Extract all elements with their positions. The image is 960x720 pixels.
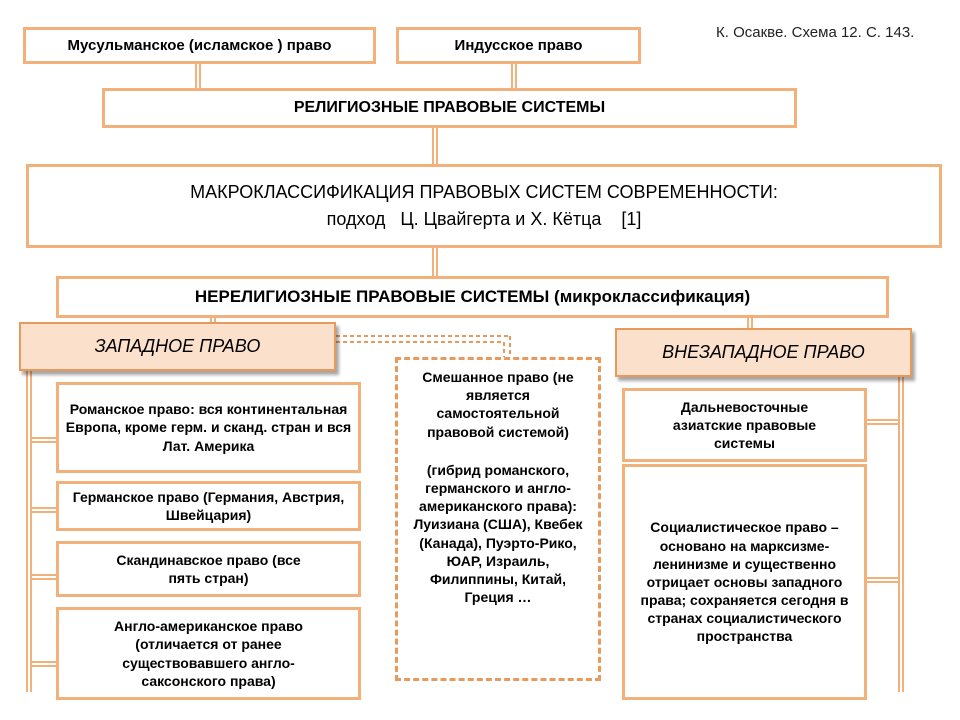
hindu-law-box: Индусское право (396, 27, 641, 64)
macro-classification-box: МАКРОКЛАССИФИКАЦИЯ ПРАВОВЫХ СИСТЕМ СОВРЕ… (26, 164, 942, 248)
scandinavian-law-box: Скандинавское право (все пять стран) (56, 541, 361, 597)
hindu-law-label: Индусское право (454, 36, 583, 54)
nonwestern-law-header: ВНЕЗАПАДНОЕ ПРАВО (615, 328, 912, 377)
macro-classification-title: МАКРОКЛАССИФИКАЦИЯ ПРАВОВЫХ СИСТЕМ СОВРЕ… (190, 181, 778, 202)
mixed-law-box: Смешанное право (не является самостоятел… (395, 357, 601, 681)
romance-law-text: Романское право: вся континентальная Евр… (65, 401, 352, 454)
romance-law-box: Романское право: вся континентальная Евр… (56, 382, 361, 473)
macro-classification-approach: подход Ц. Цвайгерта и Х. Кётца [1] (326, 209, 642, 229)
source-note: К. Осакве. Схема 12. С. 143. (716, 24, 915, 41)
mixed-law-examples: (гибрид романского, германского и англо-… (413, 461, 583, 606)
socialist-law-text: Социалистическое право – основано на мар… (640, 519, 849, 645)
nonreligious-systems-label: НЕРЕЛИГИОЗНЫЕ ПРАВОВЫЕ СИСТЕМЫ (микрокла… (194, 286, 751, 306)
religious-systems-box: РЕЛИГИОЗНЫЕ ПРАВОВЫЕ СИСТЕМЫ (102, 88, 797, 128)
socialist-law-box: Социалистическое право – основано на мар… (622, 464, 867, 700)
germanic-law-box: Германское право (Германия, Австрия, Шве… (56, 481, 361, 531)
nonreligious-systems-box: НЕРЕЛИГИОЗНЫЕ ПРАВОВЫЕ СИСТЕМЫ (микрокла… (56, 276, 889, 318)
religious-systems-label: РЕЛИГИОЗНЫЕ ПРАВОВЫЕ СИСТЕМЫ (293, 98, 606, 116)
muslim-law-box: Мусульманское (исламское ) право (23, 27, 376, 64)
mixed-law-definition: Смешанное право (не является самостоятел… (422, 369, 574, 440)
anglo-american-law-text: Англо-американское право (отличается от … (114, 618, 303, 689)
nonwestern-law-title: ВНЕЗАПАДНОЕ ПРАВО (662, 341, 865, 362)
muslim-law-label: Мусульманское (исламское ) право (67, 36, 332, 54)
western-law-title: ЗАПАДНОЕ ПРАВО (94, 335, 261, 356)
anglo-american-law-box: Англо-американское право (отличается от … (56, 607, 361, 700)
far-east-law-text: Дальневосточные азиатские правовые систе… (672, 398, 817, 452)
far-east-law-box: Дальневосточные азиатские правовые систе… (622, 388, 867, 462)
western-law-header: ЗАПАДНОЕ ПРАВО (19, 322, 336, 371)
germanic-law-text: Германское право (Германия, Австрия, Шве… (72, 488, 345, 523)
scandinavian-law-text: Скандинавское право (все пять стран) (116, 551, 301, 586)
